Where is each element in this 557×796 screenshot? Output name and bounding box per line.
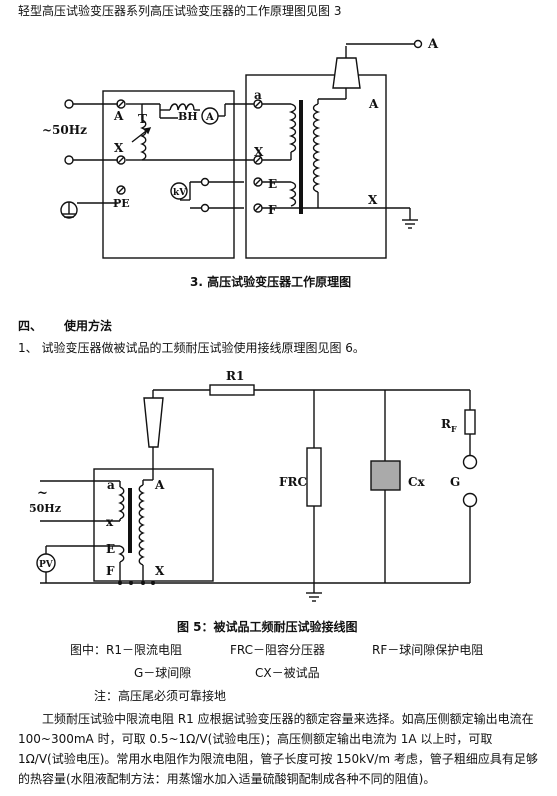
section-number: 四、 <box>18 319 43 333</box>
intro-line: 轻型高压试验变压器系列高压试验变压器的工作原理图见图 3 <box>18 4 342 18</box>
fig5-label-FRC: FRC <box>279 475 307 489</box>
fig5-label-Cx: Cx <box>408 475 426 489</box>
fig5-caption: 图 5：被试品工频耐压试验接线图 <box>177 620 358 634</box>
fig5-label-PV: PV <box>39 560 54 570</box>
fig3-label-ammeter: A <box>205 112 214 123</box>
fig3-label-T: T <box>138 112 147 126</box>
fig3-label-E: E <box>268 177 277 191</box>
fig3-label-X-left: X <box>114 141 124 155</box>
fig3-label-PE: PE <box>113 197 130 210</box>
legend-cx: CX－被试品 <box>255 666 320 680</box>
fig3-label-A-hv: A <box>368 97 379 111</box>
fig3-label-freq: ~50Hz <box>42 123 87 137</box>
fig5-label-E: E <box>106 542 115 556</box>
fig3-label-F: F <box>268 203 277 217</box>
fig3-label-X-mid: X <box>254 145 264 159</box>
legend-rf: RF－球间隙保护电阻 <box>372 643 484 657</box>
fig3-label-kV: kV <box>173 188 187 198</box>
fig3-label-a: a <box>254 88 262 102</box>
legend-note: 注：高压尾必须可靠接地 <box>94 689 227 703</box>
item-1: 1、 试验变压器做被试品的工频耐压试验使用接线原理图见图 6。 <box>18 341 365 355</box>
fig5-label-RF: R <box>441 417 452 431</box>
fig3-label-A-left: A <box>113 109 124 123</box>
fig5-label-R1: R1 <box>226 369 244 383</box>
legend-frc: FRC－阻容分压器 <box>230 643 326 657</box>
section-title: 使用方法 <box>64 319 113 333</box>
fig5-label-hz: 50Hz <box>29 502 61 515</box>
fig5-label-tilde: ~ <box>37 486 48 501</box>
fig5-label-RF-sub: F <box>451 424 457 434</box>
fig3-label-X-hv: X <box>368 193 378 207</box>
fig5-label-a: a <box>107 478 115 492</box>
fig3-label-BH: BH <box>178 110 198 123</box>
legend-r1: 图中：R1－限流电阻 <box>70 643 182 657</box>
fig5-label-X: X <box>155 564 165 578</box>
fig3-label-A-out: A <box>427 37 439 52</box>
fig5-label-F: F <box>106 564 115 578</box>
body-paragraph: 工频耐压试验中限流电阻 R1 应根据试验变压器的额定容量来选择。如高压侧额定输出… <box>18 712 538 786</box>
fig5-label-x: x <box>106 515 114 529</box>
fig5-label-G: G <box>450 475 460 489</box>
legend-g: G－球间隙 <box>134 666 192 680</box>
fig5-label-A: A <box>154 478 165 492</box>
fig3-caption: 3. 高压试验变压器工作原理图 <box>190 275 352 289</box>
